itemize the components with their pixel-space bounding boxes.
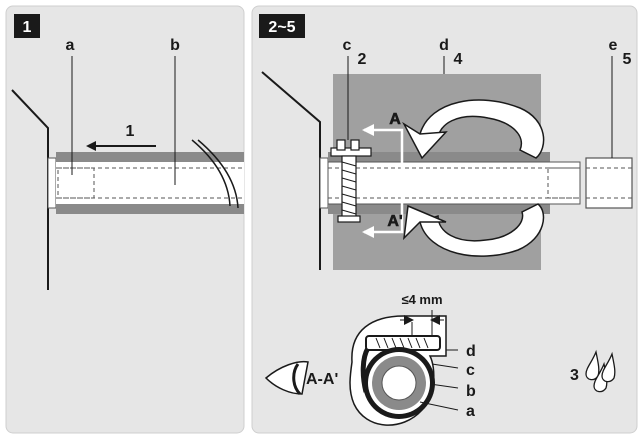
label-section-a-prime: A'	[387, 213, 402, 230]
rotate-arrow-icon	[402, 99, 545, 257]
step-badge-1: 1	[14, 14, 40, 38]
wall-plate-right	[319, 157, 329, 209]
panel-right: 2~5	[251, 5, 638, 434]
label-b-left: b	[170, 37, 180, 54]
label-step-3: 3	[570, 367, 579, 384]
label-detail-d: d	[466, 343, 476, 360]
pipe-end-piece-right	[547, 167, 581, 199]
view-label-a-a-prime: A-A'	[306, 371, 338, 388]
badge-text-1: 1	[23, 19, 32, 36]
extension-pipe	[585, 157, 633, 209]
section-line	[362, 124, 404, 238]
label-e-right: e	[609, 37, 618, 54]
label-arrow-1: 1	[126, 123, 135, 140]
cable-left	[191, 139, 231, 207]
label-c-right: c	[343, 37, 352, 54]
gap-dimension: ≤4 mm	[401, 292, 442, 307]
label-a-left: a	[66, 37, 75, 54]
label-step-4: 4	[454, 51, 463, 68]
step-badge-2-5: 2~5	[259, 14, 305, 38]
water-drops-icon	[585, 349, 616, 393]
wall-outline-right	[261, 71, 321, 270]
clamp-bolt	[330, 139, 372, 223]
panel-left: 1 1 a b	[5, 5, 245, 434]
label-section-a: A	[389, 111, 401, 128]
label-detail-a: a	[466, 403, 475, 420]
cross-section-detail: ≤4 mm d c b a	[349, 292, 476, 426]
pipe-right	[327, 161, 581, 205]
wall-outline-left	[11, 89, 49, 290]
label-d-right: d	[439, 37, 449, 54]
wall-plate-left	[47, 157, 57, 209]
pipe-left	[56, 162, 244, 204]
badge-text-2-5: 2~5	[268, 19, 295, 36]
label-step-5: 5	[623, 51, 632, 68]
pipe-end-piece-left	[57, 167, 95, 199]
cable-left-2	[197, 139, 239, 209]
eye-icon	[264, 360, 309, 396]
label-detail-c: c	[466, 362, 475, 379]
label-step-2: 2	[358, 51, 367, 68]
label-detail-b: b	[466, 383, 476, 400]
